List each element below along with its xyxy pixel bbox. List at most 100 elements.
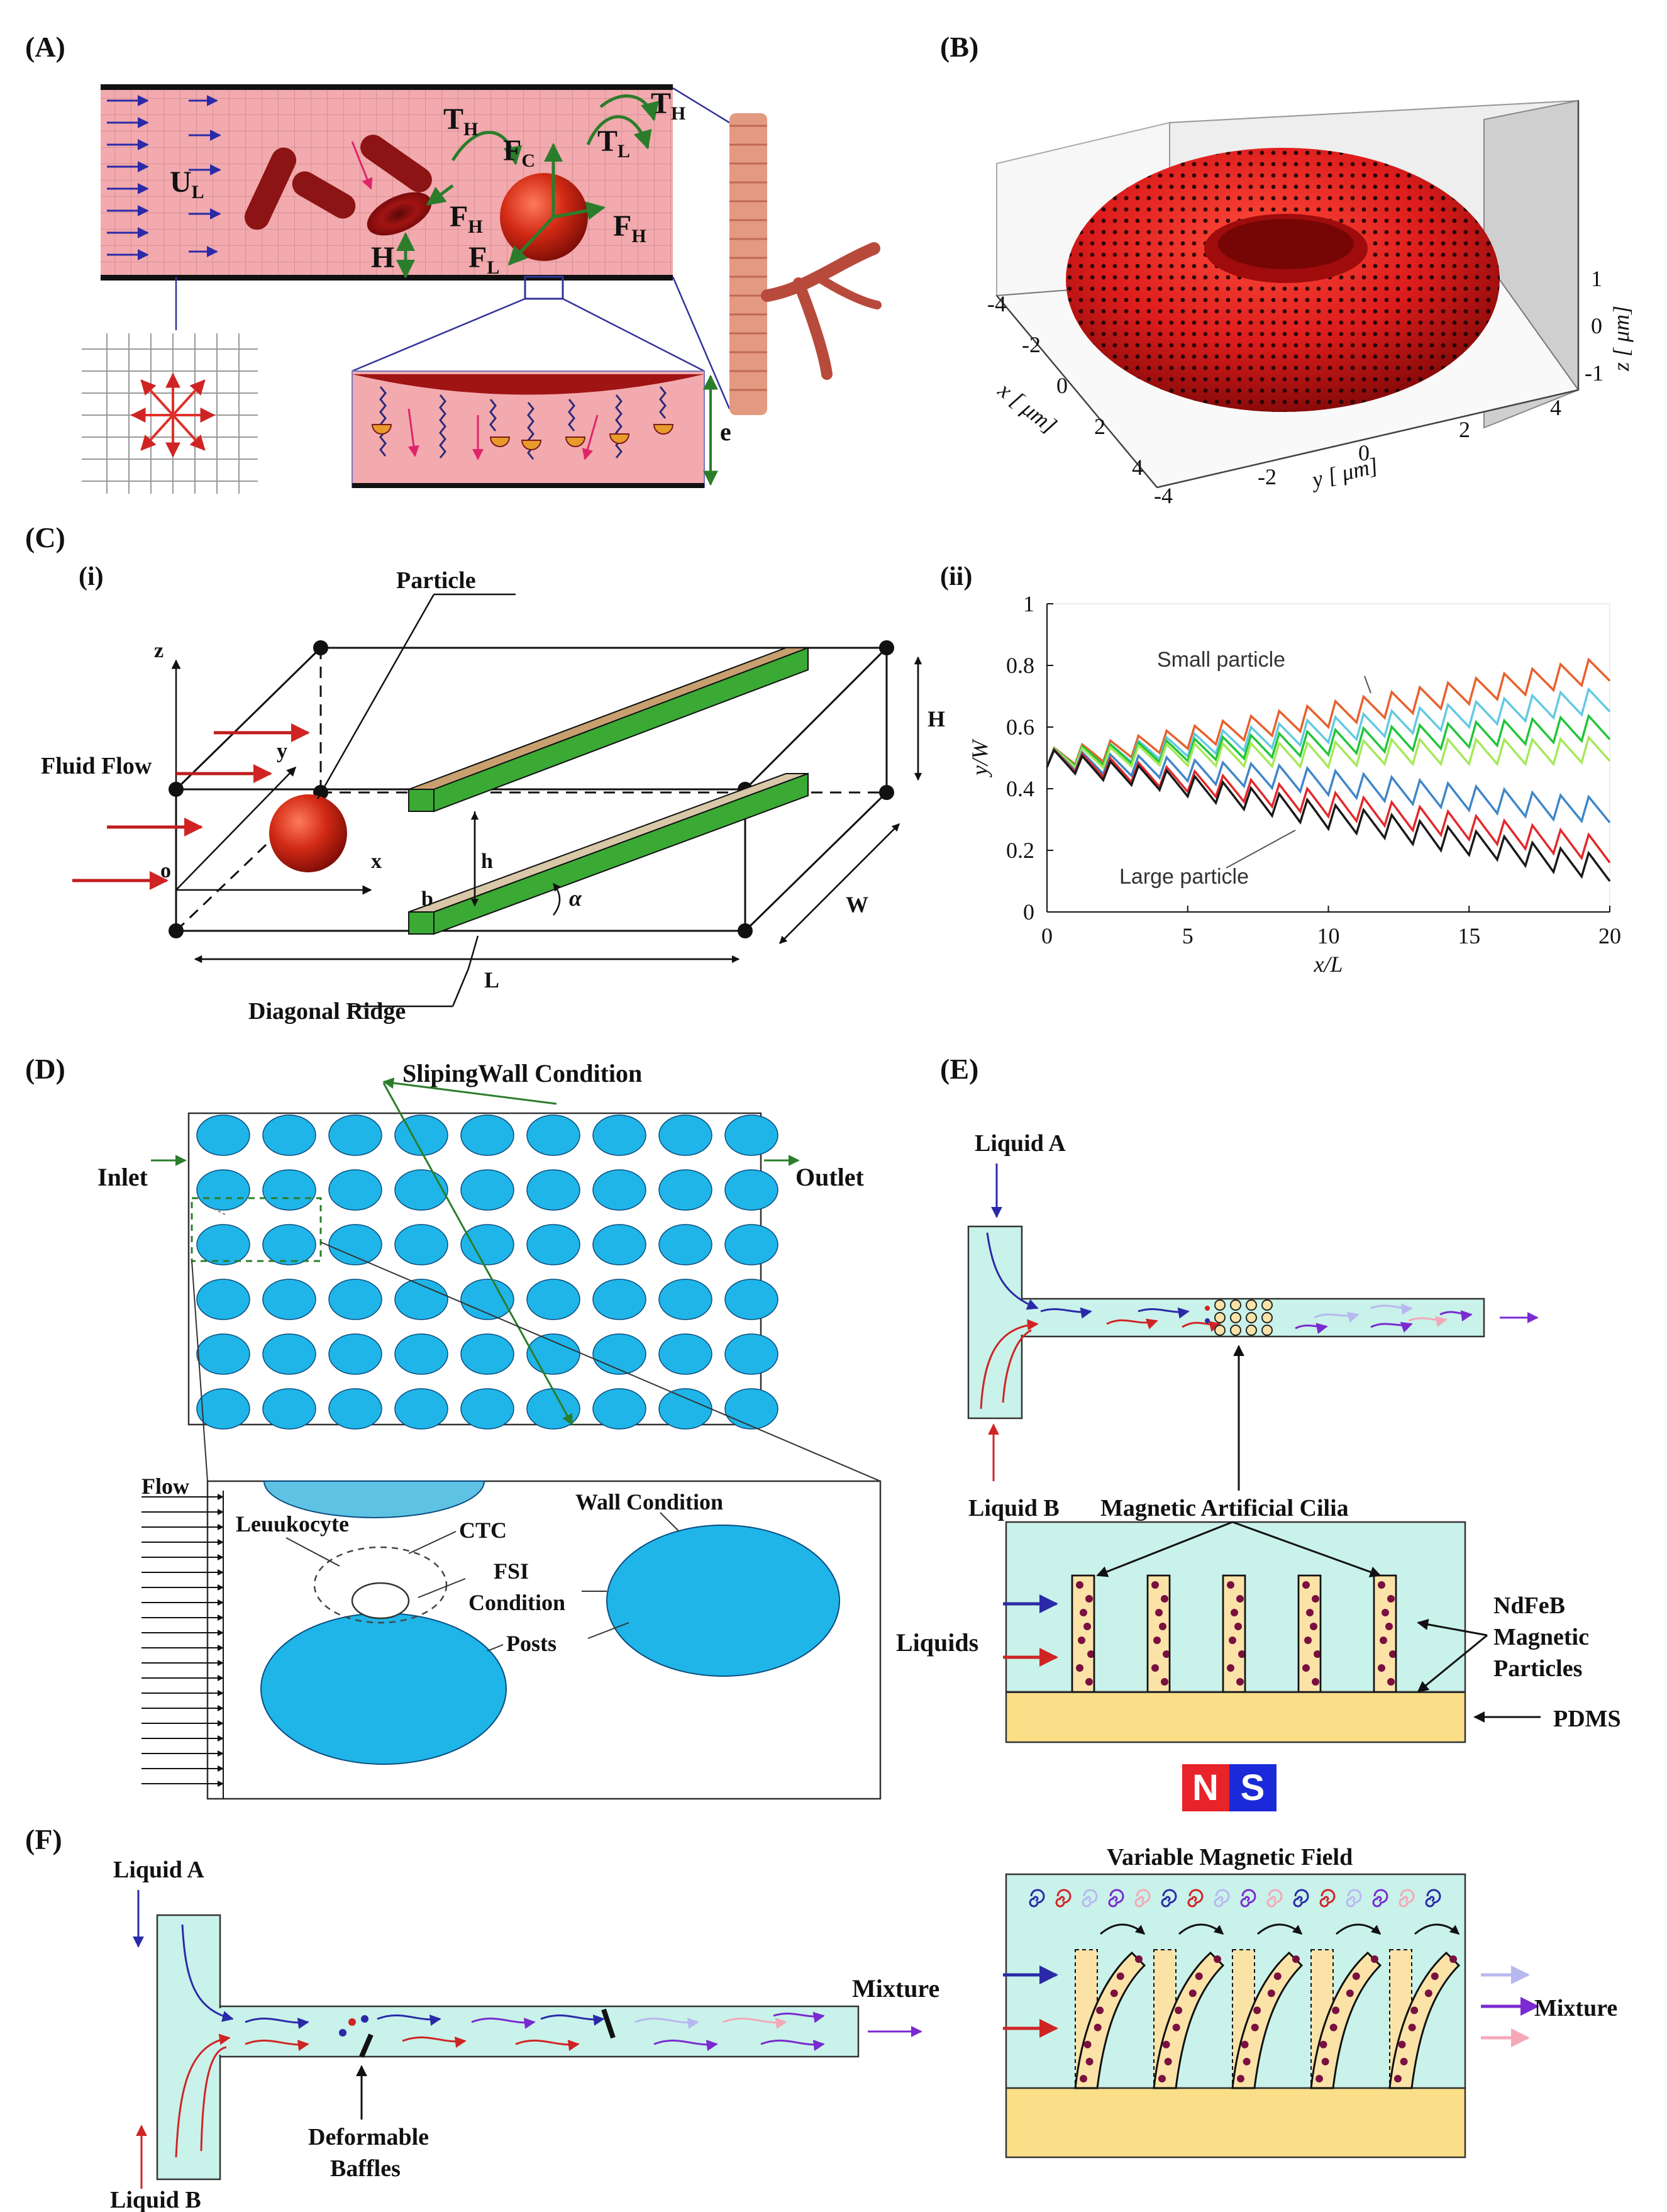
c-W: W [846, 892, 868, 917]
swirl-icon [1214, 1889, 1230, 1908]
post [394, 1114, 448, 1156]
magnetic-particle [1398, 2040, 1406, 2048]
post [592, 1388, 646, 1430]
d-outlet: Outlet [795, 1163, 865, 1191]
cilium [1146, 1574, 1171, 1693]
f-mixture: Mixture [852, 1974, 939, 2003]
panel-f: (F) Liquid A Liquid B Deform [25, 1823, 1617, 2212]
d-sliping: SlipingWall Condition [402, 1059, 642, 1087]
b-y-tick: 4 [1550, 395, 1561, 420]
magnetic-particle [1231, 1609, 1238, 1616]
magnetic-particle [1329, 2023, 1337, 2031]
motion-arrow [1178, 1923, 1224, 1935]
magnetic-particle [1161, 1595, 1168, 1603]
label-fc: FC [503, 134, 535, 171]
b-z-label: z [ μm] [1609, 306, 1634, 372]
magnetic-particle [1083, 1623, 1091, 1630]
post [526, 1169, 580, 1211]
magnetic-particle [1164, 2057, 1172, 2065]
magnetic-particle [1227, 1664, 1234, 1672]
panel-c-sub-i: (i) [79, 562, 104, 591]
series-line [1046, 657, 1611, 768]
series-line [1046, 747, 1611, 864]
x-tick-label: 5 [1182, 923, 1193, 948]
post [196, 1114, 250, 1156]
post [328, 1388, 382, 1430]
panel-b: (B) -4 -2 0 2 4 x [ μm] -4 -2 0 2 4 y [ … [940, 31, 1634, 508]
cilium [1071, 1574, 1095, 1693]
b-z-tick: -1 [1585, 360, 1603, 386]
magnetic-particle [1229, 1637, 1236, 1644]
magnetic-particle [1394, 2075, 1402, 2082]
series-line [1046, 713, 1611, 768]
magnetic-particle [1151, 1581, 1159, 1589]
series-line [1046, 687, 1611, 768]
post [460, 1333, 514, 1375]
bent-cilia-array [1074, 1923, 1461, 2089]
post [724, 1114, 778, 1156]
y-tick-label: 0.4 [1006, 776, 1034, 801]
post [262, 1388, 316, 1430]
swirl-icon [1293, 1889, 1309, 1908]
f-baffles-1: Deformable [308, 2124, 429, 2150]
magnetic-particle [1080, 1609, 1087, 1616]
post [196, 1333, 250, 1375]
b-y-tick: -4 [1154, 483, 1173, 508]
magnetic-particle [1273, 1972, 1282, 1981]
y-tick-label: 1 [1023, 591, 1034, 616]
f-mixture-2: Mixture [1534, 1995, 1617, 2021]
magnetic-particle [1382, 1609, 1389, 1616]
magnetic-particle [1110, 1989, 1118, 1998]
label-ul: UL [170, 165, 204, 203]
rod-cell [360, 135, 432, 192]
swirl-icon [1029, 1889, 1045, 1908]
e-liquids: Liquids [896, 1628, 978, 1657]
torus-cell [1066, 148, 1500, 412]
swirl-icon [1372, 1889, 1388, 1908]
post [526, 1224, 580, 1265]
magnetic-particle [1214, 1955, 1221, 1963]
magnetic-particle [1083, 2040, 1092, 2048]
panel-d: (D) SlipingWall Condition Inlet Outlet F… [25, 1053, 882, 1800]
magnetic-particle [1085, 2057, 1094, 2065]
magnetic-particle [1292, 1955, 1300, 1963]
magnetic-particle [1135, 1955, 1143, 1963]
post [328, 1114, 382, 1156]
d-ctc: CTC [459, 1518, 507, 1543]
magnetic-particle [1408, 2023, 1416, 2031]
post [262, 1279, 316, 1320]
b-x-tick: -4 [987, 291, 1006, 316]
d-leukocyte: Leuukocyte [236, 1511, 349, 1537]
post [592, 1333, 646, 1375]
magnetic-particle [1085, 1678, 1093, 1686]
magnetic-particle [1400, 2057, 1408, 2065]
series-line [1046, 748, 1611, 882]
magnetic-particle [1253, 2006, 1261, 2015]
x-axis-label: x/L [1313, 952, 1343, 977]
series-line [1046, 735, 1611, 770]
magnetic-particle [1431, 1972, 1439, 1981]
swirl-icon [1425, 1889, 1441, 1908]
post [196, 1224, 250, 1265]
swirl-icon [1134, 1889, 1151, 1908]
magnetic-particle [1378, 1664, 1385, 1672]
post [724, 1279, 778, 1320]
c-x: x [371, 850, 382, 873]
c-h: h [481, 850, 493, 873]
magnet-s: S [1241, 1767, 1265, 1808]
magnetic-particle [1302, 1664, 1310, 1672]
magnetic-particle [1251, 2023, 1259, 2031]
magnet-ns: N S [1182, 1764, 1277, 1811]
post [394, 1224, 448, 1265]
b-z-tick: 1 [1591, 266, 1602, 291]
ridge-top [408, 647, 809, 813]
d-fsi-1: FSI [494, 1559, 529, 1584]
post [460, 1114, 514, 1156]
f-liquid-a: Liquid A [113, 1857, 204, 1883]
swirl-icon [1240, 1889, 1256, 1908]
post [592, 1279, 646, 1320]
magnetic-particle [1162, 2040, 1170, 2048]
d-flow: Flow [141, 1474, 189, 1499]
magnetic-particle [1080, 2075, 1087, 2082]
magnetic-particle [1076, 1664, 1083, 1672]
